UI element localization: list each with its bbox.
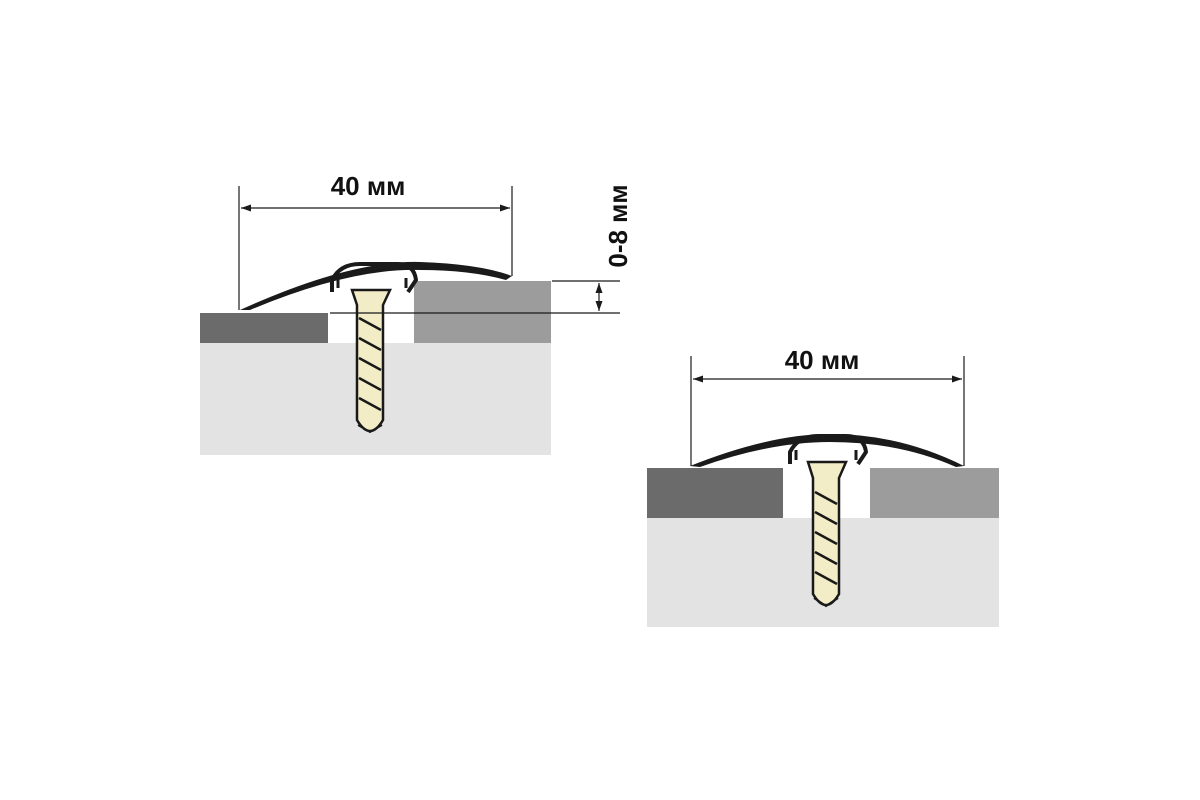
height-label: 0-8 мм — [603, 184, 633, 267]
width-label: 40 мм — [331, 171, 406, 201]
screw — [350, 288, 392, 434]
width-dimension: 40 мм — [238, 171, 513, 310]
diagram-uneven-floors: 40 мм 0-8 мм — [200, 171, 633, 455]
height-dimension: 0-8 мм — [330, 184, 633, 314]
transition-profile — [240, 261, 512, 310]
transition-profile — [690, 434, 964, 467]
width-label: 40 мм — [785, 345, 860, 375]
floor-covering-left-lower — [200, 313, 328, 343]
floor-covering-right — [870, 468, 999, 518]
floor-covering-right-higher — [414, 281, 551, 343]
width-dimension: 40 мм — [690, 345, 965, 466]
floor-covering-left — [647, 468, 783, 518]
screw — [806, 460, 848, 608]
diagram-even-floors: 40 мм — [647, 345, 999, 627]
